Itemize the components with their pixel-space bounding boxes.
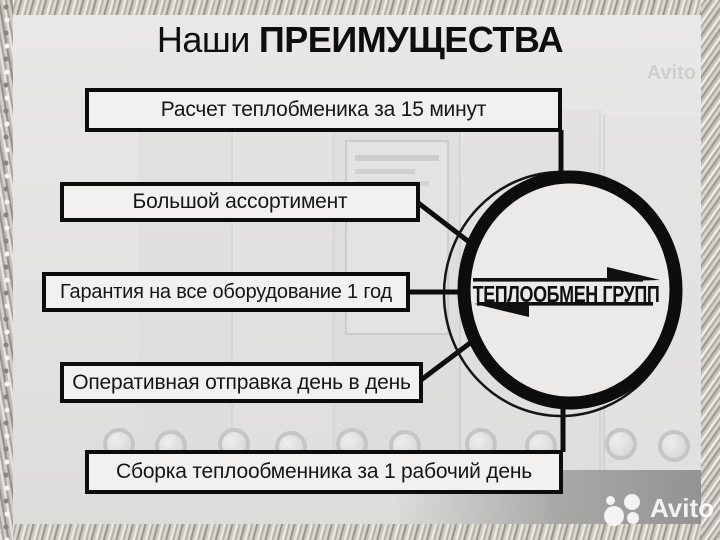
avito-watermark-text: Avito xyxy=(650,493,715,523)
avito-logo-dot-icon xyxy=(606,496,615,505)
avito-watermark-bottom: Avito xyxy=(604,492,714,526)
arrow-left-icon xyxy=(474,302,529,317)
advantage-box-assortment: Большой ассортимент xyxy=(60,182,420,222)
advantage-box-calculation: Расчет теплобменика за 15 минут xyxy=(85,88,562,132)
advantage-label: Оперативная отправка день в день xyxy=(72,370,411,394)
avito-logo-dot-icon xyxy=(624,494,640,510)
title-prefix: Наши xyxy=(156,19,251,60)
advantage-label: Расчет теплобменика за 15 минут xyxy=(160,98,487,121)
title-emphasis: ПРЕИМУЩЕСТВА xyxy=(258,19,564,60)
avito-logo-dot-icon xyxy=(627,512,639,524)
advantage-box-shipping: Оперативная отправка день в день xyxy=(60,362,423,403)
advantage-box-assembly: Сборка теплообменника за 1 рабочий день xyxy=(85,450,563,494)
frame-left xyxy=(0,0,13,540)
pipe-port xyxy=(605,428,637,460)
advantage-label: Сборка теплообменника за 1 рабочий день xyxy=(116,460,532,483)
logo-company-name: ТЕПЛООБМЕН ГРУПП xyxy=(472,281,660,307)
advantage-label: Большой ассортимент xyxy=(132,190,348,213)
pipe-port xyxy=(658,430,690,462)
nameplate-text-lines xyxy=(355,155,439,161)
avito-watermark-top: Avito xyxy=(646,62,696,84)
logo-circle xyxy=(457,170,683,410)
frame-top xyxy=(0,0,720,15)
advantage-label: Гарантия на все оборудование 1 год xyxy=(60,280,392,303)
frame-right xyxy=(701,0,720,540)
advantage-box-warranty: Гарантия на все оборудование 1 год xyxy=(42,272,410,312)
frame-bottom xyxy=(0,524,720,540)
arrow-right-icon xyxy=(607,267,660,282)
logo-overline xyxy=(473,278,643,282)
logo-underline xyxy=(477,302,653,306)
avito-logo-dot-icon xyxy=(604,506,624,526)
nameplate-text-lines xyxy=(355,169,415,174)
